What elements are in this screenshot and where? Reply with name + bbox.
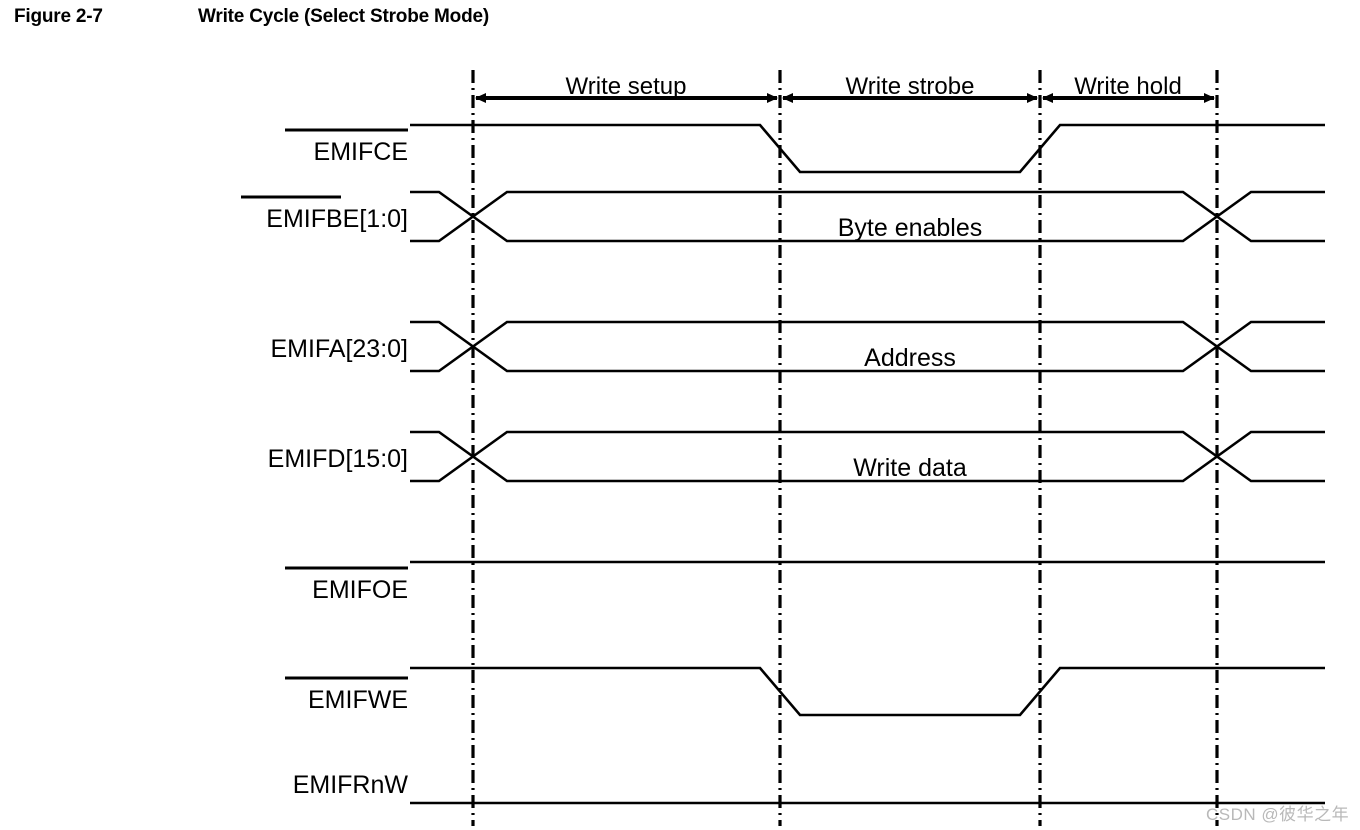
phase-label-2: Write hold <box>1074 73 1182 100</box>
phase-annotations: Write setup Write strobe Write hold <box>475 73 1215 103</box>
figure-number: Figure 2-7 <box>14 6 103 27</box>
bus-value-emifbe: Byte enables <box>838 214 983 242</box>
waveform-emifa-lower <box>410 320 1325 373</box>
phase-label-0: Write setup <box>566 73 687 100</box>
watermark: CSDN @彼华之年 <box>1206 805 1350 824</box>
figure-title: Write Cycle (Select Strobe Mode) <box>198 6 489 27</box>
signal-label-emifrnw: EMIFRnW <box>293 771 409 799</box>
signal-label-emifbe: EMIFBE[1:0] <box>266 205 408 233</box>
waveform-emifbe-lower <box>410 190 1325 243</box>
bus-value-emifd: Write data <box>853 454 967 482</box>
phase-label-1: Write strobe <box>846 73 975 100</box>
waveform-emifd-upper <box>410 430 1325 483</box>
waveform-emifa-upper <box>410 320 1325 373</box>
waveform-emifbe-upper <box>410 190 1325 243</box>
signal-label-emifwe: EMIFWE <box>308 686 408 714</box>
waveform-emifce <box>410 123 1325 174</box>
signal-label-emifd: EMIFD[15:0] <box>268 445 408 473</box>
waveform-emifwe <box>410 666 1325 717</box>
signal-label-emifce: EMIFCE <box>314 138 408 166</box>
figure-header: Figure 2-7 Write Cycle (Select Strobe Mo… <box>0 0 1360 40</box>
signal-label-emifoe: EMIFOE <box>312 576 408 604</box>
signal-label-layer: EMIFCE EMIFBE[1:0] EMIFA[23:0] EMIFD[15:0] E… <box>241 128 409 799</box>
time-marker-lines <box>471 70 1219 826</box>
bus-value-emifa: Address <box>864 344 956 372</box>
waveform-emifd-lower <box>410 430 1325 483</box>
signal-label-emifa: EMIFA[23:0] <box>270 335 408 363</box>
